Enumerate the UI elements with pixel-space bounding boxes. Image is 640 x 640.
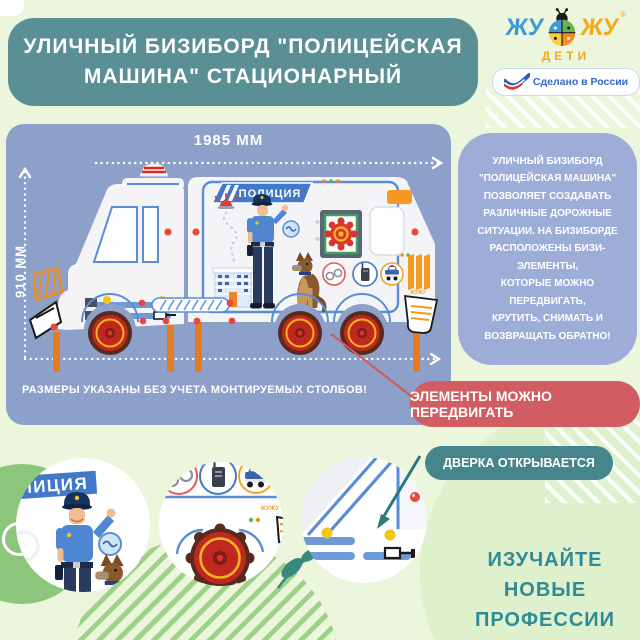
cta-line2: ПРОФЕССИИ (474, 609, 616, 631)
slider-knob (103, 296, 111, 304)
police-banner-label: ПОЛИЦИЯ (239, 188, 302, 200)
height-dimension-label: 910 ММ (12, 245, 28, 298)
logo-sub-label: ДЕТИ (541, 49, 591, 63)
police-dog-figure (292, 252, 327, 312)
front-step (28, 300, 63, 340)
route-path (223, 211, 238, 265)
description-text: УЛИЧНЫЙ БИЗИБОРД "ПОЛИЦЕЙСКАЯ МАШИНА" ПО… (477, 155, 618, 342)
rear-bumper (403, 294, 439, 334)
speech-bubble-icon (282, 220, 300, 238)
policeman-figure-large (55, 492, 116, 592)
callout-move: ЭЛЕМЕНТЫ МОЖНО ПЕРЕДВИГАТЬ (410, 381, 640, 427)
callout-door: ДВЕРКА ОТКРЫВАЕТСЯ (425, 446, 613, 480)
siren-dome (139, 163, 169, 177)
cta-text: ИЗУЧАЙТЕ НОВЫЕ ПРОФЕССИИ (452, 545, 638, 635)
mini-brand-label: ЖУЖУ (409, 290, 426, 296)
wheel (88, 311, 132, 355)
wheel-detail-illustration: ЖУЖУ (160, 462, 283, 586)
logo-text-right: ЖУ (579, 14, 620, 41)
rivet-dot-large (410, 492, 420, 502)
police-truck-illustration: ПОЛИЦИЯ (18, 156, 444, 372)
cargo-panel: ПОЛИЦИЯ (201, 179, 400, 314)
police-car-icon (385, 265, 399, 281)
handcuffs-icon (325, 268, 343, 281)
speech-bubble-icon-large (98, 532, 122, 556)
page-title-line2: МАШИНА" СТАЦИОНАРНЫЙ (83, 65, 403, 88)
mini-brand-label-circle: ЖУЖУ (259, 506, 279, 512)
description-bubble: УЛИЧНЫЙ БИЗИБОРД "ПОЛИЦЕЙСКАЯ МАШИНА" ПО… (458, 133, 637, 365)
cab-window (92, 206, 159, 263)
logo-text-left: ЖУ (504, 14, 545, 41)
detail-circle-policeman: ПОЛИЦИЯ (16, 458, 150, 592)
width-dimension-label: 1985 ММ (193, 132, 264, 149)
siren-lamp-icon (214, 193, 238, 209)
registered-mark: ® (620, 10, 627, 19)
radio-icon-large (212, 462, 225, 487)
leaf-blade (281, 558, 303, 578)
flag-swoosh-icon (503, 73, 530, 90)
wheel-large (185, 523, 255, 586)
front-details (28, 266, 64, 340)
gear-icon (324, 217, 358, 251)
radio-icon (361, 263, 370, 281)
corner-decoration (0, 0, 24, 16)
dimensions-note: РАЗМЕРЫ УКАЗАНЫ БЕЗ УЧЕТА МОНТИРУЕМЫХ СТ… (22, 384, 368, 396)
made-in-russia-label: Сделано в России (532, 76, 629, 88)
rear-details: ЖУЖУ (369, 190, 439, 334)
ladybug-icon (548, 8, 576, 46)
door-latch (153, 311, 167, 320)
detail-circle-door (301, 457, 427, 583)
brand-logo: ЖУ ЖУ ® ДЕТИ (492, 8, 640, 96)
safe-with-gear (315, 210, 362, 258)
cta-line1: ИЗУЧАЙТЕ НОВЫЕ (487, 549, 603, 601)
door-detail-illustration (301, 457, 427, 560)
rivet-dots (138, 228, 419, 325)
policeman-figure (247, 194, 289, 309)
slider-knob-large (384, 529, 396, 541)
detail-circle-wheel: ЖУЖУ (159, 462, 283, 586)
wheel (340, 311, 384, 355)
door-latch-large (383, 546, 402, 560)
slider-knob-large (321, 527, 333, 539)
grille-hatch (159, 299, 223, 311)
title-banner: УЛИЧНЫЙ БИЗИБОРД "ПОЛИЦЕЙСКАЯ МАШИНА" СТ… (8, 18, 478, 106)
truck-wheels (88, 311, 384, 355)
busy-element-icons (322, 253, 410, 287)
dimensions-panel: ПОЛИЦИЯ (6, 124, 451, 425)
made-in-russia-badge: Сделано в России (492, 68, 640, 96)
wheel (278, 311, 322, 355)
page-title-line1: УЛИЧНЫЙ БИЗИБОРД "ПОЛИЦЕЙСКАЯ (23, 34, 463, 58)
policeman-detail-illustration: ПОЛИЦИЯ (16, 467, 131, 592)
